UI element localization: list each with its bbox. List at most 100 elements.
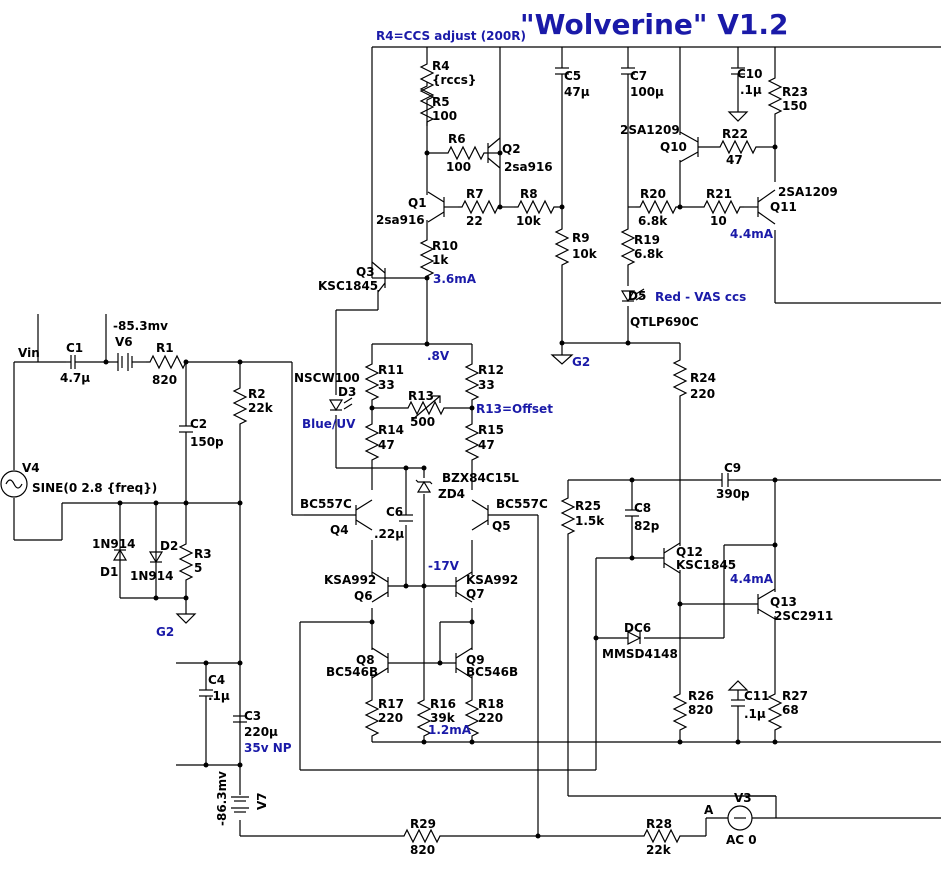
svg-text:.1µ: .1µ xyxy=(740,83,762,97)
capacitor-c8 xyxy=(625,509,639,524)
svg-text:C7: C7 xyxy=(630,69,647,83)
capacitor-c10 xyxy=(731,67,745,82)
battery-v7 xyxy=(231,796,249,813)
svg-text:22: 22 xyxy=(466,214,483,228)
svg-text:Q5: Q5 xyxy=(492,519,511,533)
svg-text:R28: R28 xyxy=(646,817,672,831)
resistor-r12 xyxy=(465,359,479,405)
svg-text:Q2: Q2 xyxy=(502,142,521,156)
capacitor-c2 xyxy=(179,425,193,440)
transistor-q13 xyxy=(757,588,776,620)
svg-text:R29: R29 xyxy=(410,817,436,831)
svg-text:Q12: Q12 xyxy=(676,545,703,559)
svg-text:KSA992: KSA992 xyxy=(324,573,376,587)
svg-text:Q8: Q8 xyxy=(356,653,375,667)
svg-text:BC557C: BC557C xyxy=(496,497,548,511)
transistor-q2 xyxy=(487,137,501,169)
svg-text:47µ: 47µ xyxy=(564,85,590,99)
svg-text:C4: C4 xyxy=(208,673,225,687)
svg-text:1.5k: 1.5k xyxy=(575,514,605,528)
svg-text:V3: V3 xyxy=(734,791,752,805)
svg-text:R17: R17 xyxy=(378,697,404,711)
svg-text:220: 220 xyxy=(378,711,403,725)
svg-text:{rccs}: {rccs} xyxy=(432,73,476,87)
svg-text:V6: V6 xyxy=(115,335,133,349)
svg-text:.1µ: .1µ xyxy=(744,707,766,721)
svg-text:C9: C9 xyxy=(724,461,741,475)
svg-text:.22µ: .22µ xyxy=(374,527,404,541)
svg-text:MMSD4148: MMSD4148 xyxy=(602,647,678,661)
resistor-r11 xyxy=(365,359,379,405)
svg-text:R22: R22 xyxy=(722,127,748,141)
svg-text:Q9: Q9 xyxy=(466,653,485,667)
svg-text:68: 68 xyxy=(782,703,799,717)
annotations: 3.6mA 4.4mA 4.4mA .8V -17V 1.2mA R13=Off… xyxy=(244,227,774,755)
svg-text:QTLP690C: QTLP690C xyxy=(630,315,699,329)
svg-text:R26: R26 xyxy=(688,689,714,703)
svg-text:R5: R5 xyxy=(432,95,450,109)
resistor-r15 xyxy=(465,419,479,465)
source-v4 xyxy=(0,470,28,498)
svg-text:150p: 150p xyxy=(190,435,224,449)
svg-text:R4: R4 xyxy=(432,59,450,73)
svg-text:DC6: DC6 xyxy=(624,621,651,635)
transistor-q8 xyxy=(371,647,389,679)
resistor-r21 xyxy=(699,200,745,214)
transistor-q12 xyxy=(663,542,681,574)
svg-text:22k: 22k xyxy=(248,401,274,415)
capacitor-c11 xyxy=(731,699,745,714)
resistor-r17 xyxy=(365,695,379,741)
svg-text:Red - VAS ccs: Red - VAS ccs xyxy=(655,290,746,304)
svg-text:G2: G2 xyxy=(572,355,590,369)
svg-text:R24: R24 xyxy=(690,371,716,385)
svg-text:Q6: Q6 xyxy=(354,589,373,603)
svg-text:820: 820 xyxy=(152,373,177,387)
svg-text:2SA1209: 2SA1209 xyxy=(620,123,680,137)
svg-text:47: 47 xyxy=(378,438,395,452)
svg-text:Q4: Q4 xyxy=(330,523,349,537)
resistor-r19 xyxy=(621,224,635,270)
svg-text:C1: C1 xyxy=(66,341,83,355)
svg-text:35v NP: 35v NP xyxy=(244,741,292,755)
diode-d1 xyxy=(112,548,128,561)
svg-text:R23: R23 xyxy=(782,85,808,99)
resistor-r14 xyxy=(365,419,379,465)
svg-text:V7: V7 xyxy=(255,792,269,810)
svg-text:1N914: 1N914 xyxy=(130,569,173,583)
svg-text:33: 33 xyxy=(478,378,495,392)
svg-text:Q3: Q3 xyxy=(356,265,375,279)
svg-text:22k: 22k xyxy=(646,843,672,857)
svg-text:R19: R19 xyxy=(634,233,660,247)
resistor-r1 xyxy=(145,355,191,369)
source-v3 xyxy=(727,805,753,831)
resistor-r3 xyxy=(179,539,193,585)
svg-text:220: 220 xyxy=(478,711,503,725)
svg-text:47: 47 xyxy=(478,438,495,452)
svg-text:BZX84C15L: BZX84C15L xyxy=(442,471,519,485)
resistor-r29 xyxy=(399,829,445,843)
svg-text:C8: C8 xyxy=(634,501,651,515)
svg-text:KSC1845: KSC1845 xyxy=(676,558,736,572)
svg-text:Q1: Q1 xyxy=(408,196,427,210)
svg-text:C2: C2 xyxy=(190,417,207,431)
svg-text:220: 220 xyxy=(690,387,715,401)
svg-text:D5: D5 xyxy=(628,289,646,303)
svg-text:10: 10 xyxy=(710,214,727,228)
svg-text:4.4mA: 4.4mA xyxy=(730,572,774,586)
resistor-r24 xyxy=(673,355,687,401)
svg-text:R27: R27 xyxy=(782,689,808,703)
svg-text:BC546B: BC546B xyxy=(326,665,378,679)
transistor-q6 xyxy=(371,571,389,603)
svg-text:2sa916: 2sa916 xyxy=(376,213,425,227)
svg-text:R11: R11 xyxy=(378,363,404,377)
svg-text:1k: 1k xyxy=(432,253,449,267)
svg-text:820: 820 xyxy=(688,703,713,717)
svg-text:R8: R8 xyxy=(520,187,538,201)
capacitor-c5 xyxy=(555,67,569,82)
resistor-r7 xyxy=(457,200,503,214)
resistor-r8 xyxy=(513,200,559,214)
svg-text:4.7µ: 4.7µ xyxy=(60,371,90,385)
transistor-q5 xyxy=(471,499,489,531)
svg-text:Q11: Q11 xyxy=(770,200,797,214)
